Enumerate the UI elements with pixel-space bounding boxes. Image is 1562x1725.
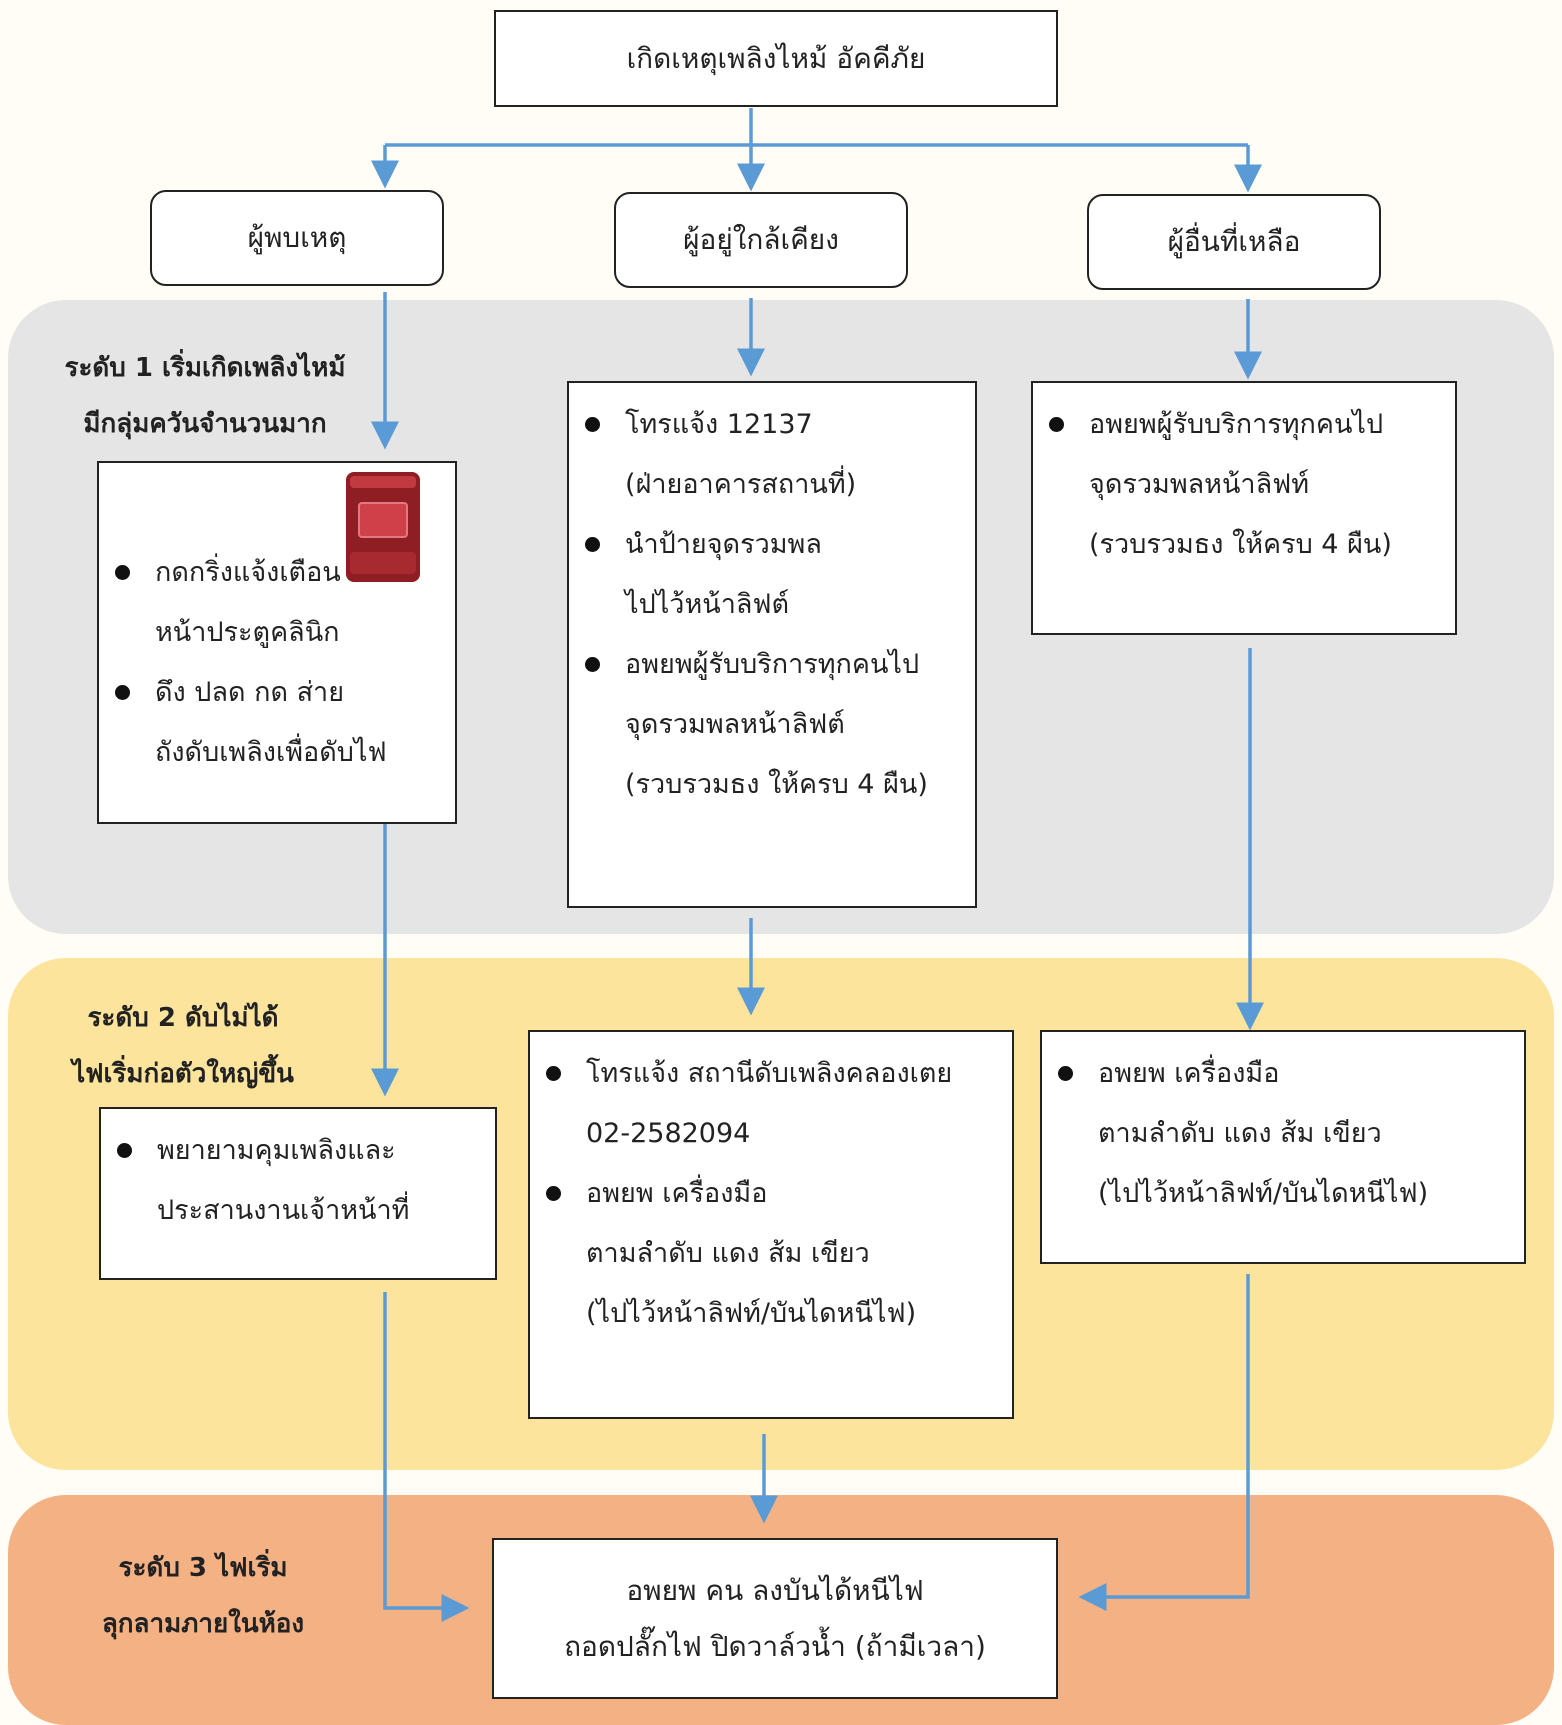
role-finder-label: ผู้พบเหตุ (247, 221, 347, 254)
list-item-line: อพยพผู้รับบริการทุกคนไป (625, 649, 920, 680)
level-2-others-box: อพยพ เครื่องมือ ตามลำดับ แดง ส้ม เขียว (… (1040, 1030, 1526, 1264)
level-2-label-line1: ระดับ 2 ดับไม่ได้ (87, 1003, 279, 1033)
list-item-line: (ฝ่ายอาคารสถานที่) (625, 469, 857, 500)
level-2-finder-list: พยายามคุมเพลิงและ ประสานงานเจ้าหน้าที่ (101, 1109, 495, 1241)
level-3-action-line2: ถอดปลั๊กไฟ ปิดวาล์วน้ำ (ถ้ามีเวลา) (564, 1629, 986, 1663)
list-item-line: หน้าประตูคลินิก (155, 617, 340, 648)
event-title-box: เกิดเหตุเพลิงไหม้ อัคคีภัย (494, 10, 1058, 107)
level-1-others-list: อพยพผู้รับบริการทุกคนไป จุดรวมพลหน้าลิฟท… (1033, 383, 1455, 575)
level-2-finder-box: พยายามคุมเพลิงและ ประสานงานเจ้าหน้าที่ (99, 1107, 497, 1280)
list-item-line: โทรแจ้ง 12137 (625, 409, 813, 440)
list-item-line: ไปไว้หน้าลิฟต์ (625, 589, 790, 620)
level-2-nearby-list: โทรแจ้ง สถานีดับเพลิงคลองเตย 02-2582094 … (530, 1032, 1012, 1344)
role-others-label: ผู้อื่นที่เหลือ (1167, 225, 1301, 258)
event-title: เกิดเหตุเพลิงไหม้ อัคคีภัย (626, 41, 926, 75)
list-item-line: อพยพ เครื่องมือ (1098, 1058, 1280, 1089)
level-1-nearby-box: โทรแจ้ง 12137 (ฝ่ายอาคารสถานที่) นำป้ายจ… (567, 381, 977, 908)
list-item-line: (รวบรวมธง ให้ครบ 4 ผืน) (625, 769, 928, 800)
list-item: กดกริ่งแจ้งเตือน หน้าประตูคลินิก (99, 543, 455, 663)
role-nearby-box: ผู้อยู่ใกล้เคียง (614, 192, 908, 288)
list-item-line: จุดรวมพลหน้าลิฟท์ (1089, 469, 1310, 500)
list-item-line: พยายามคุมเพลิงและ (157, 1135, 396, 1166)
level-1-label-line1: ระดับ 1 เริ่มเกิดเพลิงไหม้ (64, 353, 346, 383)
level-2-label-line2: ไฟเริ่มก่อตัวใหญ่ขึ้น (72, 1059, 294, 1089)
list-item: อพยพผู้รับบริการทุกคนไป จุดรวมพลหน้าลิฟต… (569, 635, 975, 815)
level-3-label-line2: ลุกลามภายในห้อง (101, 1609, 305, 1639)
level-1-nearby-list: โทรแจ้ง 12137 (ฝ่ายอาคารสถานที่) นำป้ายจ… (569, 383, 975, 815)
list-item-line: อพยพผู้รับบริการทุกคนไป (1089, 409, 1384, 440)
level-1-label-line2: มีกลุ่มควันจำนวนมาก (83, 409, 327, 439)
level-3-action-line1: อพยพ คน ลงบันได้หนีไฟ (626, 1573, 924, 1607)
level-1-others-box: อพยพผู้รับบริการทุกคนไป จุดรวมพลหน้าลิฟท… (1031, 381, 1457, 635)
list-item-line: จุดรวมพลหน้าลิฟต์ (625, 709, 845, 740)
list-item: ดึง ปลด กด ส่าย ถังดับเพลิงเพื่อดับไฟ (99, 663, 455, 783)
fire-alarm-pull-station-icon (346, 472, 420, 582)
level-1-finder-list: กดกริ่งแจ้งเตือน หน้าประตูคลินิก ดึง ปลด… (99, 463, 455, 783)
level-1-label: ระดับ 1 เริ่มเกิดเพลิงไหม้ มีกลุ่มควันจำ… (40, 340, 370, 452)
list-item-line: โทรแจ้ง สถานีดับเพลิงคลองเตย (586, 1058, 953, 1089)
list-item: พยายามคุมเพลิงและ ประสานงานเจ้าหน้าที่ (101, 1121, 495, 1241)
list-item-line: กดกริ่งแจ้งเตือน (155, 557, 341, 588)
list-item: อพยพ เครื่องมือ ตามลำดับ แดง ส้ม เขียว (… (1042, 1044, 1524, 1224)
list-item-line: ตามลำดับ แดง ส้ม เขียว (586, 1238, 870, 1269)
list-item-line: นำป้ายจุดรวมพล (625, 529, 822, 560)
list-item: อพยพผู้รับบริการทุกคนไป จุดรวมพลหน้าลิฟท… (1033, 395, 1455, 575)
role-others-box: ผู้อื่นที่เหลือ (1087, 194, 1381, 290)
level-3-action-box: อพยพ คน ลงบันได้หนีไฟ ถอดปลั๊กไฟ ปิดวาล์… (492, 1538, 1058, 1699)
role-nearby-label: ผู้อยู่ใกล้เคียง (683, 223, 839, 256)
list-item-line: 02-2582094 (586, 1118, 751, 1149)
level-2-others-list: อพยพ เครื่องมือ ตามลำดับ แดง ส้ม เขียว (… (1042, 1032, 1524, 1224)
list-item: โทรแจ้ง สถานีดับเพลิงคลองเตย 02-2582094 (530, 1044, 1012, 1164)
list-item-line: ถังดับเพลิงเพื่อดับไฟ (155, 737, 387, 768)
level-3-label-line1: ระดับ 3 ไฟเริ่ม (118, 1553, 288, 1583)
list-item: อพยพ เครื่องมือ ตามลำดับ แดง ส้ม เขียว (… (530, 1164, 1012, 1344)
level-2-label: ระดับ 2 ดับไม่ได้ ไฟเริ่มก่อตัวใหญ่ขึ้น (30, 990, 336, 1102)
list-item-line: (รวบรวมธง ให้ครบ 4 ผืน) (1089, 529, 1392, 560)
list-item-line: (ไปไว้หน้าลิฟท์/บันไดหนีไฟ) (1098, 1178, 1429, 1209)
role-finder-box: ผู้พบเหตุ (150, 190, 444, 286)
list-item-line: ประสานงานเจ้าหน้าที่ (157, 1195, 410, 1226)
list-item-line: ตามลำดับ แดง ส้ม เขียว (1098, 1118, 1382, 1149)
level-3-label: ระดับ 3 ไฟเริ่ม ลุกลามภายในห้อง (50, 1540, 356, 1652)
level-2-nearby-box: โทรแจ้ง สถานีดับเพลิงคลองเตย 02-2582094 … (528, 1030, 1014, 1419)
list-item-line: (ไปไว้หน้าลิฟท์/บันไดหนีไฟ) (586, 1298, 917, 1329)
list-item-line: อพยพ เครื่องมือ (586, 1178, 768, 1209)
list-item: นำป้ายจุดรวมพล ไปไว้หน้าลิฟต์ (569, 515, 975, 635)
list-item-line: ดึง ปลด กด ส่าย (155, 677, 345, 708)
list-item: โทรแจ้ง 12137 (ฝ่ายอาคารสถานที่) (569, 395, 975, 515)
